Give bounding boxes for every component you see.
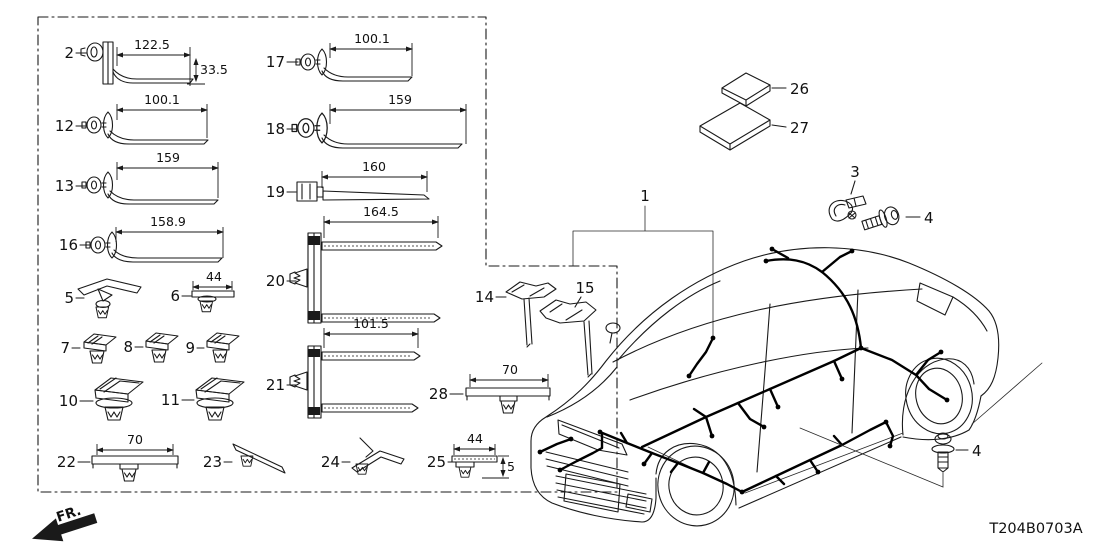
part-label-14: 14 [475,288,494,306]
part-27-pad: 27 [699,102,809,151]
part-label-19: 19 [266,183,285,201]
part-label-16: 16 [59,236,78,254]
part-label-24: 24 [321,453,340,471]
dim-21-width: 101.5 [353,316,389,331]
part-label-8: 8 [123,338,133,356]
dim-25-width: 44 [467,431,483,446]
part-5-t-clip: 5 [64,278,142,319]
part-2-bracket-clip: 2 122.5 33.5 [64,37,228,86]
part-label-7: 7 [60,339,70,357]
part-15-band-clip: 15 [539,279,597,378]
dim-12-width: 100.1 [144,92,180,107]
part-22-rail-clip: 22 70 [57,432,179,482]
part-label-4-lower: 4 [972,442,982,460]
dim-6-width: 44 [206,269,222,284]
part-10-clip: 10 [59,377,144,421]
part-label-21: 21 [266,376,285,394]
part-label-22: 22 [57,453,76,471]
vehicle-outline [530,247,1043,527]
part-25-strip-clip: 25 44 5 [427,431,515,479]
callout-1-harness: 1 [572,187,714,337]
part-label-18: 18 [266,120,285,138]
part-16-clip: 16 158.9 [59,214,225,263]
dim-25-height: 5 [507,459,515,474]
dim-2-height: 33.5 [200,62,228,77]
part-13-clip: 13 159 [55,150,220,205]
part-17-clip: 17 100.1 [266,31,414,82]
part-label-25: 25 [427,453,446,471]
part-label-2: 2 [64,44,74,62]
part-4-bolt-upper: 4 [861,206,934,231]
floor-wire-harness [537,246,950,495]
fr-direction-indicator: FR. [32,503,98,542]
part-23-angled-clip: 23 [203,443,286,474]
part-21-cable-tie-clip: 21 101.5 [266,316,421,419]
part-7-clip: 7 [60,334,116,363]
part-26-pad: 26 [721,72,809,107]
part-9-clip: 9 [185,333,239,362]
part-label-9: 9 [185,339,195,357]
part-label-12: 12 [55,117,74,135]
floor-plane-lines [647,362,1043,494]
part-label-13: 13 [55,177,74,195]
dim-19-width: 160 [362,159,386,174]
part-label-23: 23 [203,453,222,471]
part-19-connector-clip: 19 160 [266,159,430,202]
part-label-20: 20 [266,272,285,290]
part-label-28: 28 [429,385,448,403]
dim-28-width: 70 [502,362,518,377]
part-label-3: 3 [850,163,860,181]
dim-2-width: 122.5 [134,37,170,52]
part-label-27: 27 [790,119,809,137]
part-3-clamp: 3 [828,163,867,222]
parts-box-border [37,16,618,493]
part-6-strip-clip: 6 44 [170,269,235,313]
dim-18-width: 159 [388,92,412,107]
dim-20-width: 164.5 [363,204,399,219]
part-20-cable-tie-clip: 20 164.5 [266,204,443,324]
part-label-4-upper: 4 [924,209,934,227]
dim-17-width: 100.1 [354,31,390,46]
part-8-clip: 8 [123,333,178,362]
diagram-code: T204B0703A [988,521,1082,537]
part-label-1: 1 [640,187,650,205]
part-18-clip: 18 159 [266,92,468,149]
part-label-6: 6 [170,287,180,305]
part-label-5: 5 [64,289,74,307]
part-label-10: 10 [59,392,78,410]
part-14-band-clip: 14 [475,281,557,348]
harness-connectors [537,246,950,495]
part-label-26: 26 [790,80,809,98]
part-label-15: 15 [575,279,594,297]
part-12-clip: 12 100.1 [55,92,209,145]
part-28-rail-clip: 28 70 [429,362,551,414]
fr-arrow-icon [32,513,98,542]
dim-16-width: 158.9 [150,214,186,229]
part-label-11: 11 [161,391,180,409]
part-11-clip: 11 [161,377,245,421]
part-24-angled-clip: 24 [321,437,405,475]
part-4-bolt-lower: 4 [799,427,982,488]
dim-22-width: 70 [127,432,143,447]
dim-13-width: 159 [156,150,180,165]
fr-label: FR. [54,503,83,526]
part-label-17: 17 [266,53,285,71]
